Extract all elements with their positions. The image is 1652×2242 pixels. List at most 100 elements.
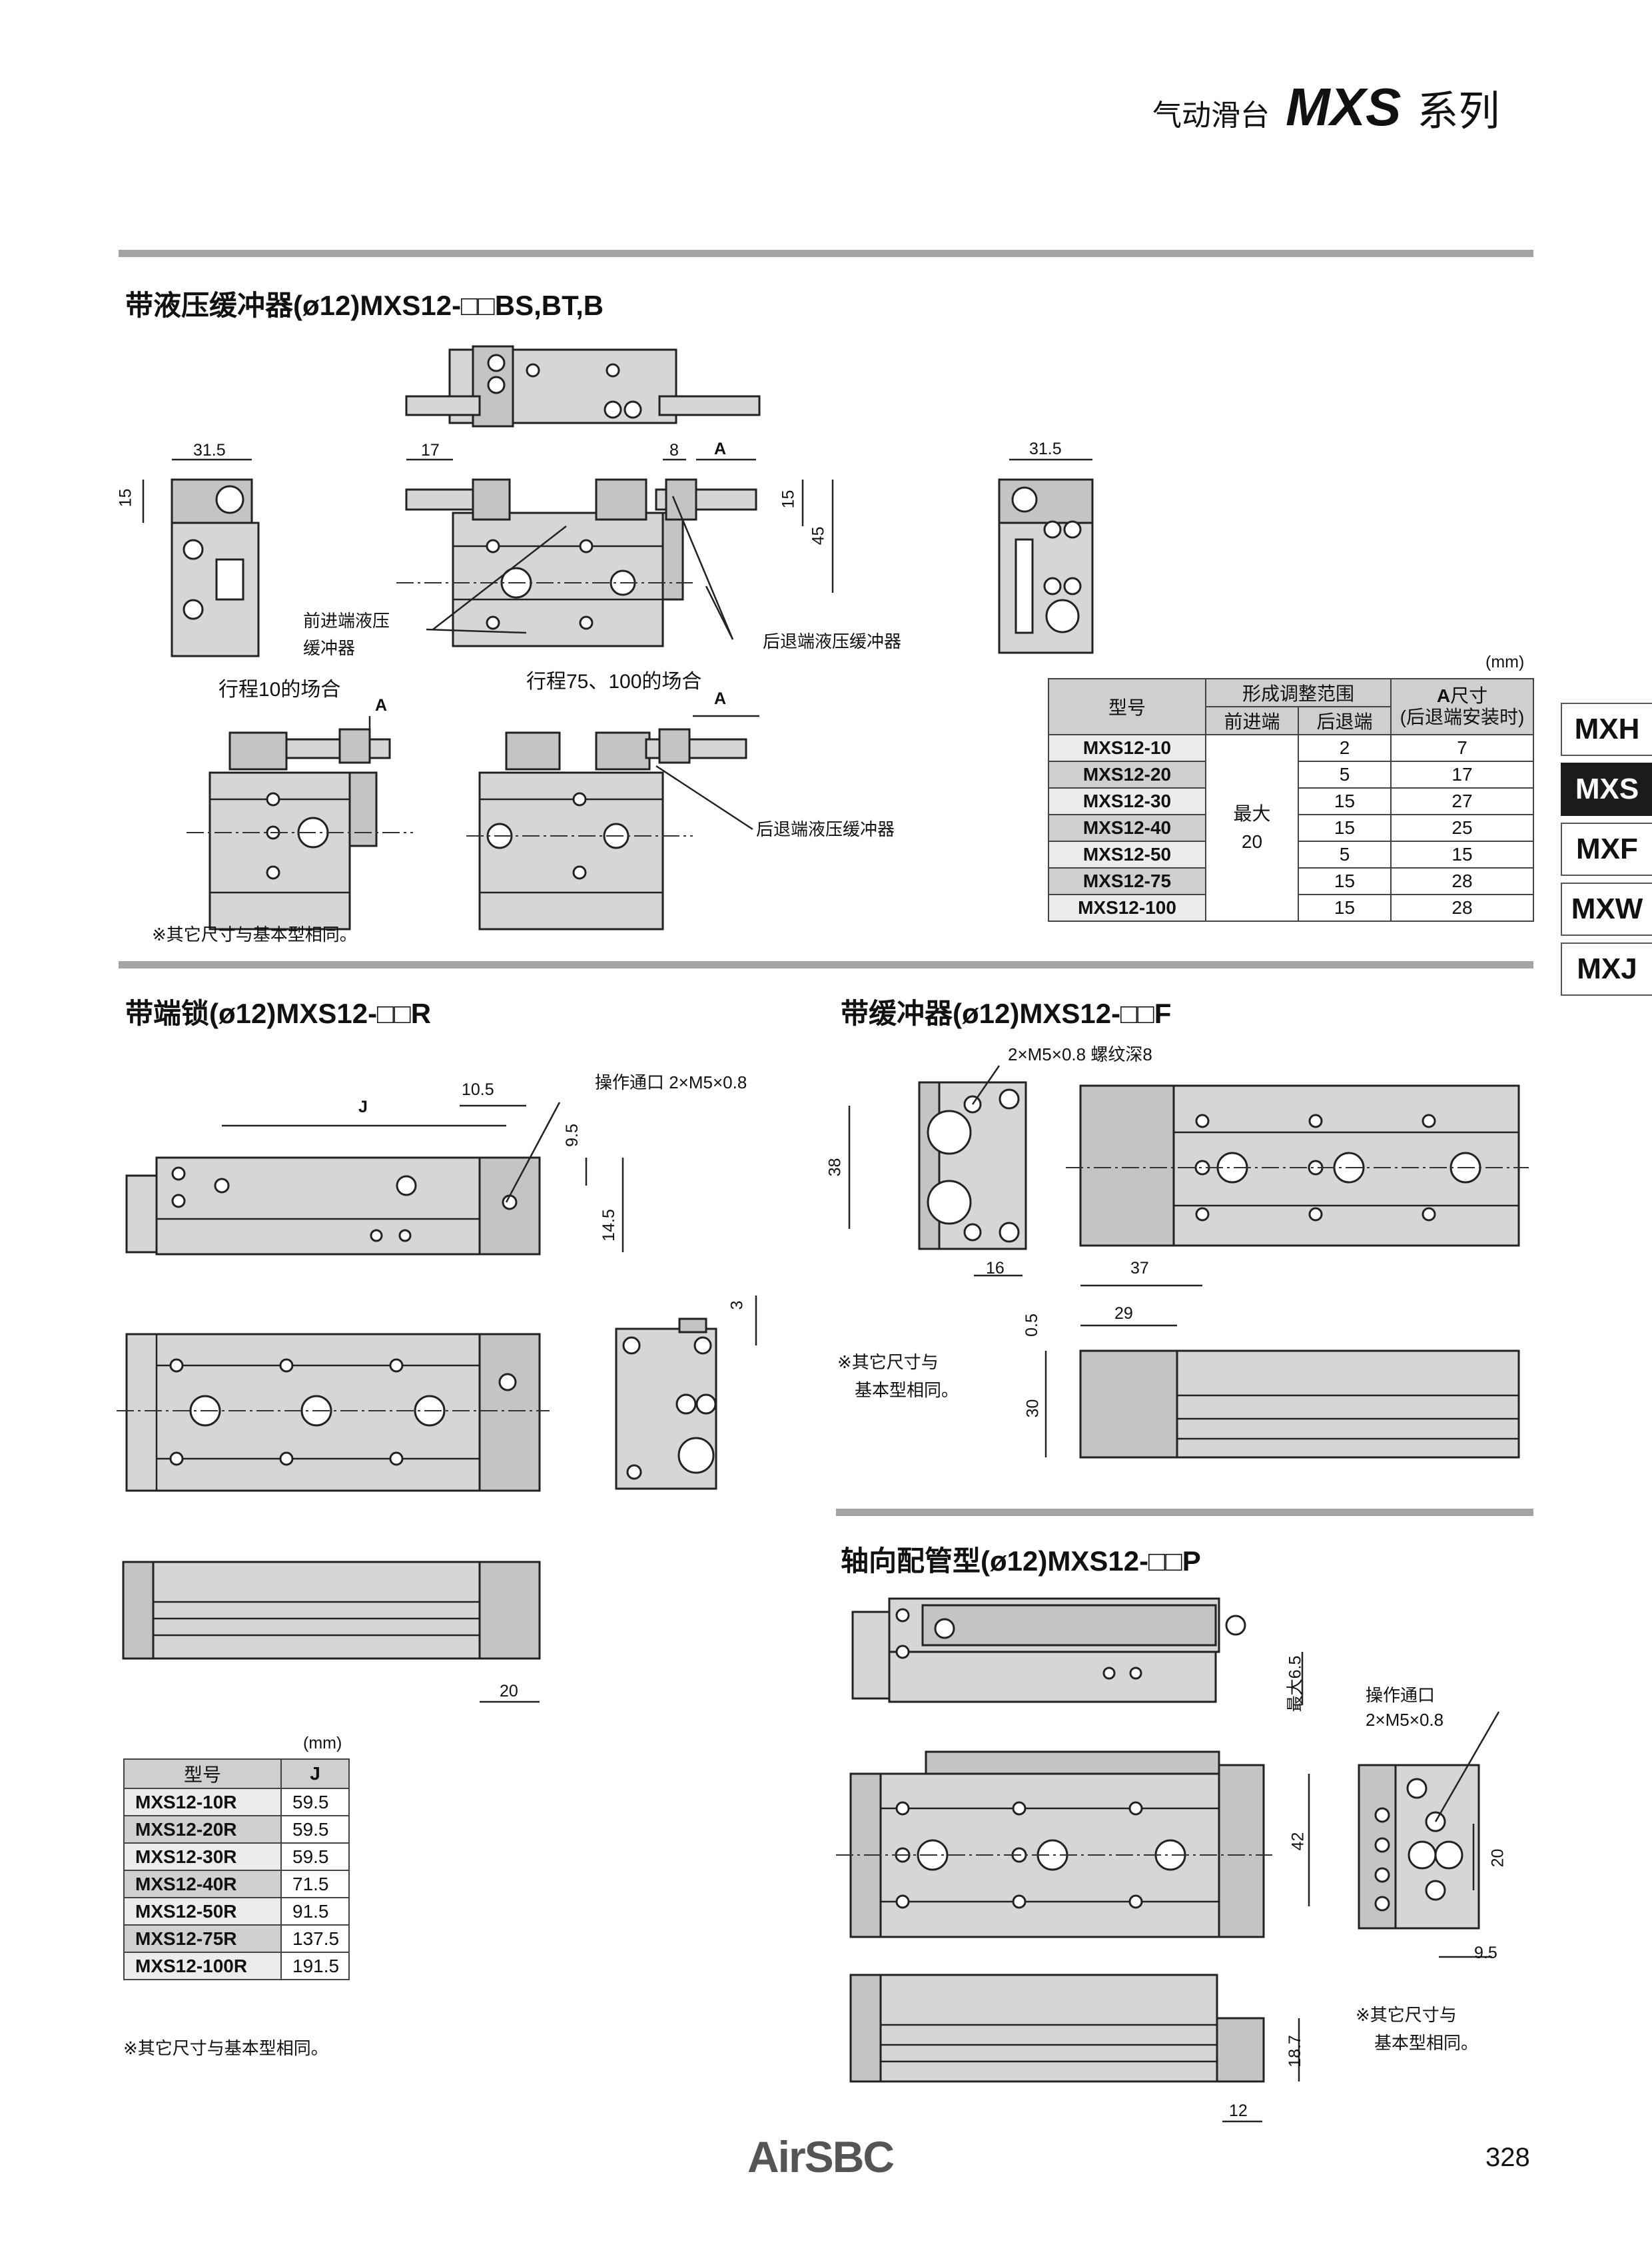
table2-header-model: 型号 [123, 1758, 282, 1789]
page-header: 气动滑台 MXS 系列 [1152, 77, 1499, 138]
label-rear-absorber-top: 后退端液压缓冲器 [763, 631, 902, 651]
table1-model: MXS12-40 [1048, 814, 1206, 842]
table2-model: MXS12-75R [123, 1924, 282, 1953]
dim-31-5-right: 31.5 [1029, 440, 1062, 458]
table1-model: MXS12-30 [1048, 787, 1206, 815]
section4-title: 轴向配管型(ø12)MXS12-□□P [841, 1545, 1201, 1577]
header-product: 气动滑台 [1152, 99, 1270, 132]
table1-a: 28 [1390, 894, 1534, 922]
dim-20: 20 [500, 1682, 518, 1700]
table1-header-range: 形成调整范围 [1205, 678, 1392, 707]
table2-j: 59.5 [280, 1815, 350, 1844]
table1-model: MXS12-20 [1048, 761, 1206, 789]
table1-model: MXS12-100 [1048, 894, 1206, 922]
label-operation-port: 操作通口 2×M5×0.8 [595, 1072, 747, 1092]
label-front-absorber-2: 缓冲器 [303, 638, 356, 658]
section1-drawing [142, 345, 1094, 931]
table1-model: MXS12-10 [1048, 734, 1206, 762]
dim-31-5-left: 31.5 [193, 441, 226, 460]
table2-j: 137.5 [280, 1924, 350, 1953]
table2-model: MXS12-40R [123, 1870, 282, 1898]
dim-8: 8 [669, 441, 679, 460]
brand-logo: AirSBC [747, 2132, 895, 2181]
table1-rear: 15 [1298, 787, 1392, 815]
section3-title: 带缓冲器(ø12)MXS12-□□F [841, 998, 1172, 1029]
table1-header-rear: 后退端 [1298, 706, 1392, 735]
section2-divider [119, 961, 1533, 968]
dim-A-top: A [714, 440, 727, 458]
tab-mxw[interactable]: MXW [1561, 883, 1652, 936]
tab-mxs[interactable]: MXS [1561, 763, 1652, 816]
table1-rear: 2 [1298, 734, 1392, 762]
header-series-label: 系列 [1417, 89, 1500, 135]
table1-header-model: 型号 [1048, 678, 1206, 735]
section3-note-1: ※其它尺寸与 [837, 1352, 939, 1372]
table1-a: 7 [1390, 734, 1534, 762]
table2-j: 59.5 [280, 1788, 350, 1816]
table1-header-a: A尺寸(后退端安装时) [1390, 678, 1534, 735]
label-stroke75: 行程75、100的场合 [526, 671, 702, 693]
label-stroke10: 行程10的场合 [218, 679, 341, 701]
table1-header-front: 前进端 [1205, 706, 1299, 735]
table1-rear: 5 [1298, 761, 1392, 789]
table1-model: MXS12-75 [1048, 867, 1206, 895]
dim-max-6-5: 最大6.5 [1286, 1655, 1305, 1712]
section1-title: 带液压缓冲器(ø12)MXS12-□□BS,BT,B [125, 290, 604, 321]
label-front-absorber-1: 前进端液压 [303, 611, 390, 631]
section3-note-2: 基本型相同。 [855, 1380, 959, 1400]
table1-rear: 5 [1298, 841, 1392, 869]
table2-j: 71.5 [280, 1870, 350, 1898]
dim-16: 16 [986, 1259, 1005, 1278]
table2-header-j: J [280, 1758, 350, 1789]
table1-a: 17 [1390, 761, 1534, 789]
table1-model: MXS12-50 [1048, 841, 1206, 869]
tab-mxf[interactable]: MXF [1561, 823, 1652, 876]
page-number: 328 [1485, 2143, 1530, 2172]
section4-note-2: 基本型相同。 [1374, 2033, 1479, 2053]
table2-j: 59.5 [280, 1842, 350, 1871]
table1-rear: 15 [1298, 894, 1392, 922]
section2-title: 带端锁(ø12)MXS12-□□R [125, 998, 432, 1029]
table1-rear: 15 [1298, 814, 1392, 842]
section4-note-1: ※其它尺寸与 [1356, 2005, 1457, 2025]
table1-a: 27 [1390, 787, 1534, 815]
table2-j: 91.5 [280, 1897, 350, 1926]
table2-model: MXS12-50R [123, 1897, 282, 1926]
table2-model: MXS12-20R [123, 1815, 282, 1844]
dim-A-stroke75: A [714, 689, 727, 708]
table2-unit: (mm) [303, 1734, 342, 1752]
table1-a: 28 [1390, 867, 1534, 895]
dim-A-stroke10: A [375, 696, 388, 715]
dim-29: 29 [1114, 1304, 1133, 1323]
section2-note: ※其它尺寸与基本型相同。 [123, 2038, 328, 2058]
dim-42: 42 [1288, 1832, 1308, 1851]
dim-10-5: 10.5 [462, 1080, 494, 1099]
dim-12: 12 [1229, 2101, 1248, 2120]
table1: 型号 形成调整范围 A尺寸(后退端安装时) 前进端 后退端 MXS12-10 最… [1048, 678, 1534, 922]
dim-20-end: 20 [1488, 1848, 1507, 1868]
dim-J: J [358, 1098, 368, 1116]
tab-mxj[interactable]: MXJ [1561, 942, 1652, 996]
section1-note: ※其它尺寸与基本型相同。 [152, 925, 357, 944]
label-port-1: 操作通口 [1366, 1685, 1436, 1705]
table1-unit: (mm) [1485, 653, 1525, 671]
table2-model: MXS12-100R [123, 1952, 282, 1980]
tab-mxh[interactable]: MXH [1561, 703, 1652, 756]
